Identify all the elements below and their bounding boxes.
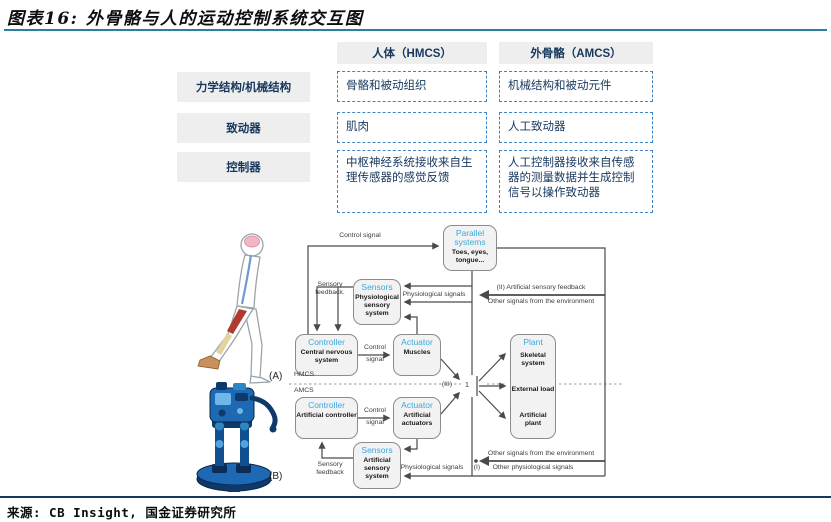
source-divider: [0, 496, 831, 498]
cell-controller-hmcs: 中枢神经系统接收来自生理传感器的感觉反馈: [337, 150, 487, 213]
plant-item: External load: [511, 386, 555, 393]
label-row-a: (A): [269, 371, 283, 382]
label-line: Sensory: [317, 461, 343, 468]
label-i: (I): [473, 464, 481, 471]
box-plant: Plant Skeletal system External load Arti…: [510, 334, 556, 439]
label-other-signals-top: Other signals from the environment: [487, 298, 595, 305]
box-title: Actuator: [401, 337, 433, 347]
box-sub: Muscles: [403, 349, 431, 356]
box-parallel-systems: Parallel systems Toes, eyes, tongue...: [443, 225, 497, 271]
label-sensory-feedback-top: Sensory feedback.: [309, 281, 351, 297]
label-interaction-iii: (III): [441, 381, 453, 388]
row-label-controller: 控制器: [177, 152, 310, 182]
label-sensory-feedback-bottom: Sensory feedback: [309, 461, 351, 477]
box-title: Plant: [523, 337, 543, 347]
plant-item: Skeletal system: [520, 352, 546, 367]
table-header-hmcs: 人体（HMCS）: [337, 42, 487, 64]
box-actuator-muscles: Actuator Muscles: [393, 334, 441, 376]
cell-actuator-hmcs: 肌肉: [337, 112, 487, 143]
shoe-illustration: [197, 355, 221, 370]
spine-illustration: [240, 254, 253, 305]
figure-title: 图表16: 外骨骼与人的运动控制系统交互图: [7, 9, 364, 29]
label-amcs: AMCS: [294, 387, 314, 394]
robot-torso: [209, 382, 255, 423]
box-title: Controller: [308, 400, 345, 410]
cell-structure-hmcs: 骨骼和被动组织: [337, 71, 487, 102]
exoskeleton-robot-illustration: [196, 382, 278, 492]
plant-items: Skeletal system External load Artificial…: [511, 350, 555, 428]
label-sum-node: 1: [464, 380, 470, 389]
box-actuator-artificial: Actuator Artificial actuators: [393, 397, 441, 439]
row-label-actuator: 致动器: [177, 113, 310, 143]
box-sensors-physiological: Sensors Physiological sensory system: [353, 279, 401, 325]
box-title: Sensors: [361, 445, 393, 455]
label-physiological-signals-bottom: Physiological signals: [400, 464, 464, 471]
human-figure-illustration: [197, 233, 271, 384]
box-sub: Artificial actuators: [401, 412, 433, 427]
label-row-b: (B): [269, 471, 283, 482]
box-controller-cns: Controller Central nervous system: [295, 334, 358, 376]
row-label-structure: 力学结构/机械结构: [177, 72, 310, 102]
box-controller-artificial: Controller Artificial controller: [295, 397, 358, 439]
control-system-diagram: Parallel systems Toes, eyes, tongue... S…: [265, 223, 637, 501]
brain-illustration: [244, 235, 260, 248]
box-sub: Physiological sensory system: [355, 294, 399, 317]
box-title: Parallel systems: [454, 228, 486, 247]
box-title: Actuator: [401, 400, 433, 410]
cell-structure-amcs: 机械结构和被动元件: [499, 71, 653, 102]
label-control-signal-top: Control signal: [339, 232, 381, 239]
label-line: Sensory: [317, 281, 343, 288]
diagram-wires: [289, 242, 623, 480]
label-physiological-signals-top: Physiological signals: [402, 291, 466, 298]
box-sub: Artificial sensory system: [363, 457, 391, 480]
label-signal-word-bottom: signal: [366, 419, 384, 426]
cell-actuator-amcs: 人工致动器: [499, 112, 653, 143]
label-other-signals-bottom: Other signals from the environment: [487, 450, 595, 457]
label-signal-word-top: signal: [366, 356, 384, 363]
robot-arm: [249, 395, 278, 433]
box-sub: Central nervous system: [300, 349, 353, 364]
table-header-amcs: 外骨骼（AMCS）: [499, 42, 653, 64]
label-other-physiological: Other physiological signals: [492, 464, 574, 471]
label-line: feedback: [316, 469, 344, 476]
box-sub: Artificial controller: [296, 412, 357, 419]
label-control-word-top: Control: [364, 344, 386, 351]
label-line: feedback.: [315, 289, 345, 296]
box-sensors-artificial: Sensors Artificial sensory system: [353, 442, 401, 489]
box-title: Sensors: [361, 282, 393, 292]
label-control-word-bottom: Control: [364, 407, 386, 414]
label-hmcs: HMCS: [294, 371, 315, 378]
leg-muscles-illustration: [216, 309, 247, 355]
plant-item: Artificial plant: [519, 412, 547, 427]
box-sub: Toes, eyes, tongue...: [451, 249, 489, 264]
title-underline: [4, 29, 827, 31]
source-text: 来源: CB Insight, 国金证券研究所: [7, 505, 237, 520]
cell-controller-amcs: 人工控制器接收来自传感器的测量数据并生成控制信号以操作致动器: [499, 150, 653, 213]
box-title: Controller: [308, 337, 345, 347]
label-artificial-sensory-feedback: (II) Artificial sensory feedback: [496, 284, 586, 291]
robot-base: [196, 462, 272, 492]
